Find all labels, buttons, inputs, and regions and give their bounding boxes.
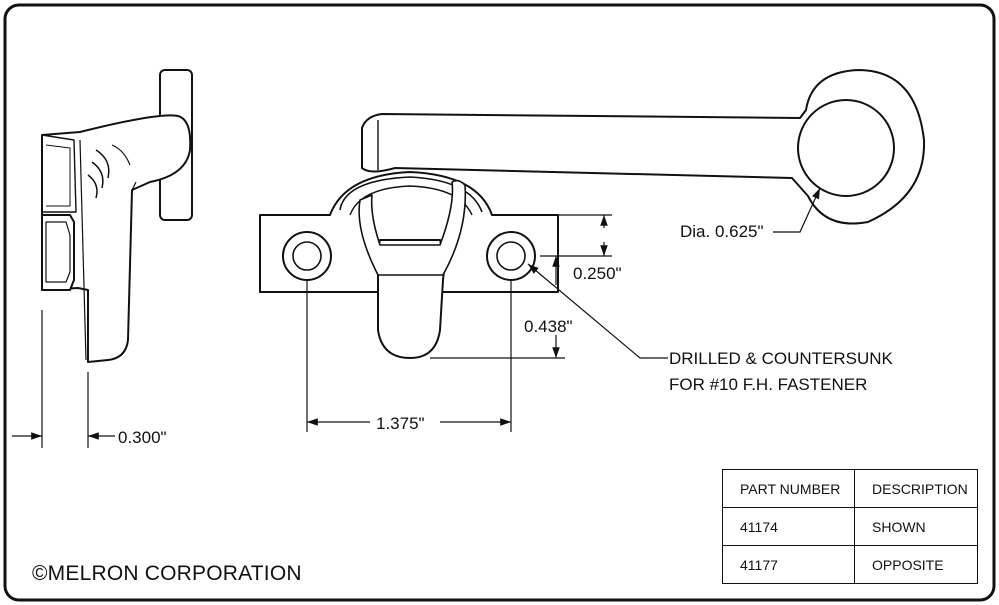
- description-cell: OPPOSITE: [854, 545, 978, 584]
- front-view: [259, 69, 926, 359]
- part-number-cell: 41177: [722, 545, 855, 584]
- dimension-lines: [12, 187, 821, 448]
- fastener-note-line2: FOR #10 F.H. FASTENER: [669, 375, 867, 394]
- offset-side-label: 0.438": [524, 317, 573, 336]
- table-row: 41177 OPPOSITE: [722, 545, 978, 584]
- copyright-notice: ©MELRON CORPORATION: [32, 562, 302, 585]
- fastener-note-line1: DRILLED & COUNTERSUNK: [669, 349, 894, 368]
- header-part-number: PART NUMBER: [722, 469, 855, 508]
- table-header-row: PART NUMBER DESCRIPTION: [722, 469, 978, 508]
- diameter-label: Dia. 0.625": [680, 222, 764, 241]
- offset-top-label: 0.250": [573, 264, 622, 283]
- description-cell: SHOWN: [854, 507, 978, 546]
- side-view: [41, 69, 193, 363]
- header-description: DESCRIPTION: [854, 469, 978, 508]
- finger-hole: [797, 99, 895, 197]
- drawing-border: [3, 3, 996, 602]
- table-row: 41174 SHOWN: [722, 507, 978, 546]
- thickness-label: 0.300": [118, 428, 167, 447]
- parts-table: PART NUMBER DESCRIPTION 41174 SHOWN 4117…: [722, 469, 978, 584]
- hole-spacing-label: 1.375": [376, 414, 425, 433]
- part-number-cell: 41174: [722, 507, 855, 546]
